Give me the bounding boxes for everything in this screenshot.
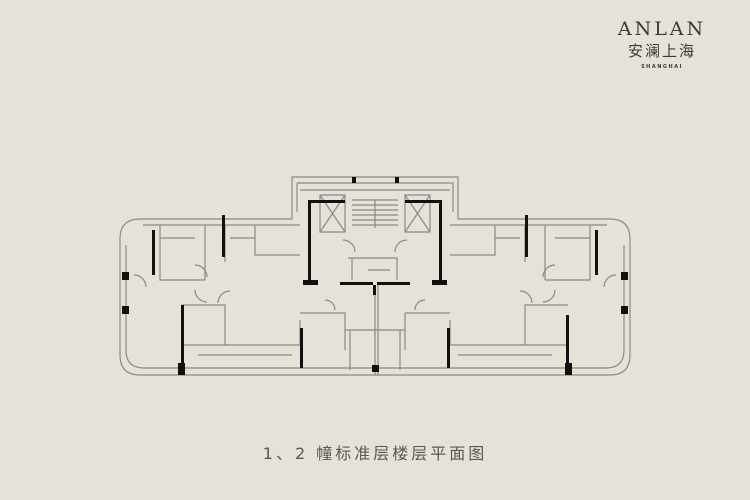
plan-caption: 1、2 幢标准层楼层平面图	[262, 444, 488, 463]
logo-english: ANLAN	[617, 18, 707, 40]
structural-walls	[122, 177, 628, 375]
logo-chinese: 安澜上海	[627, 42, 696, 60]
stairs	[352, 199, 398, 228]
outer-wall	[119, 176, 631, 376]
brand-logo: ANLAN 安澜上海 SHANGHAI	[612, 18, 712, 70]
thin-walls	[119, 176, 631, 376]
logo-city: SHANGHAI	[641, 64, 683, 70]
